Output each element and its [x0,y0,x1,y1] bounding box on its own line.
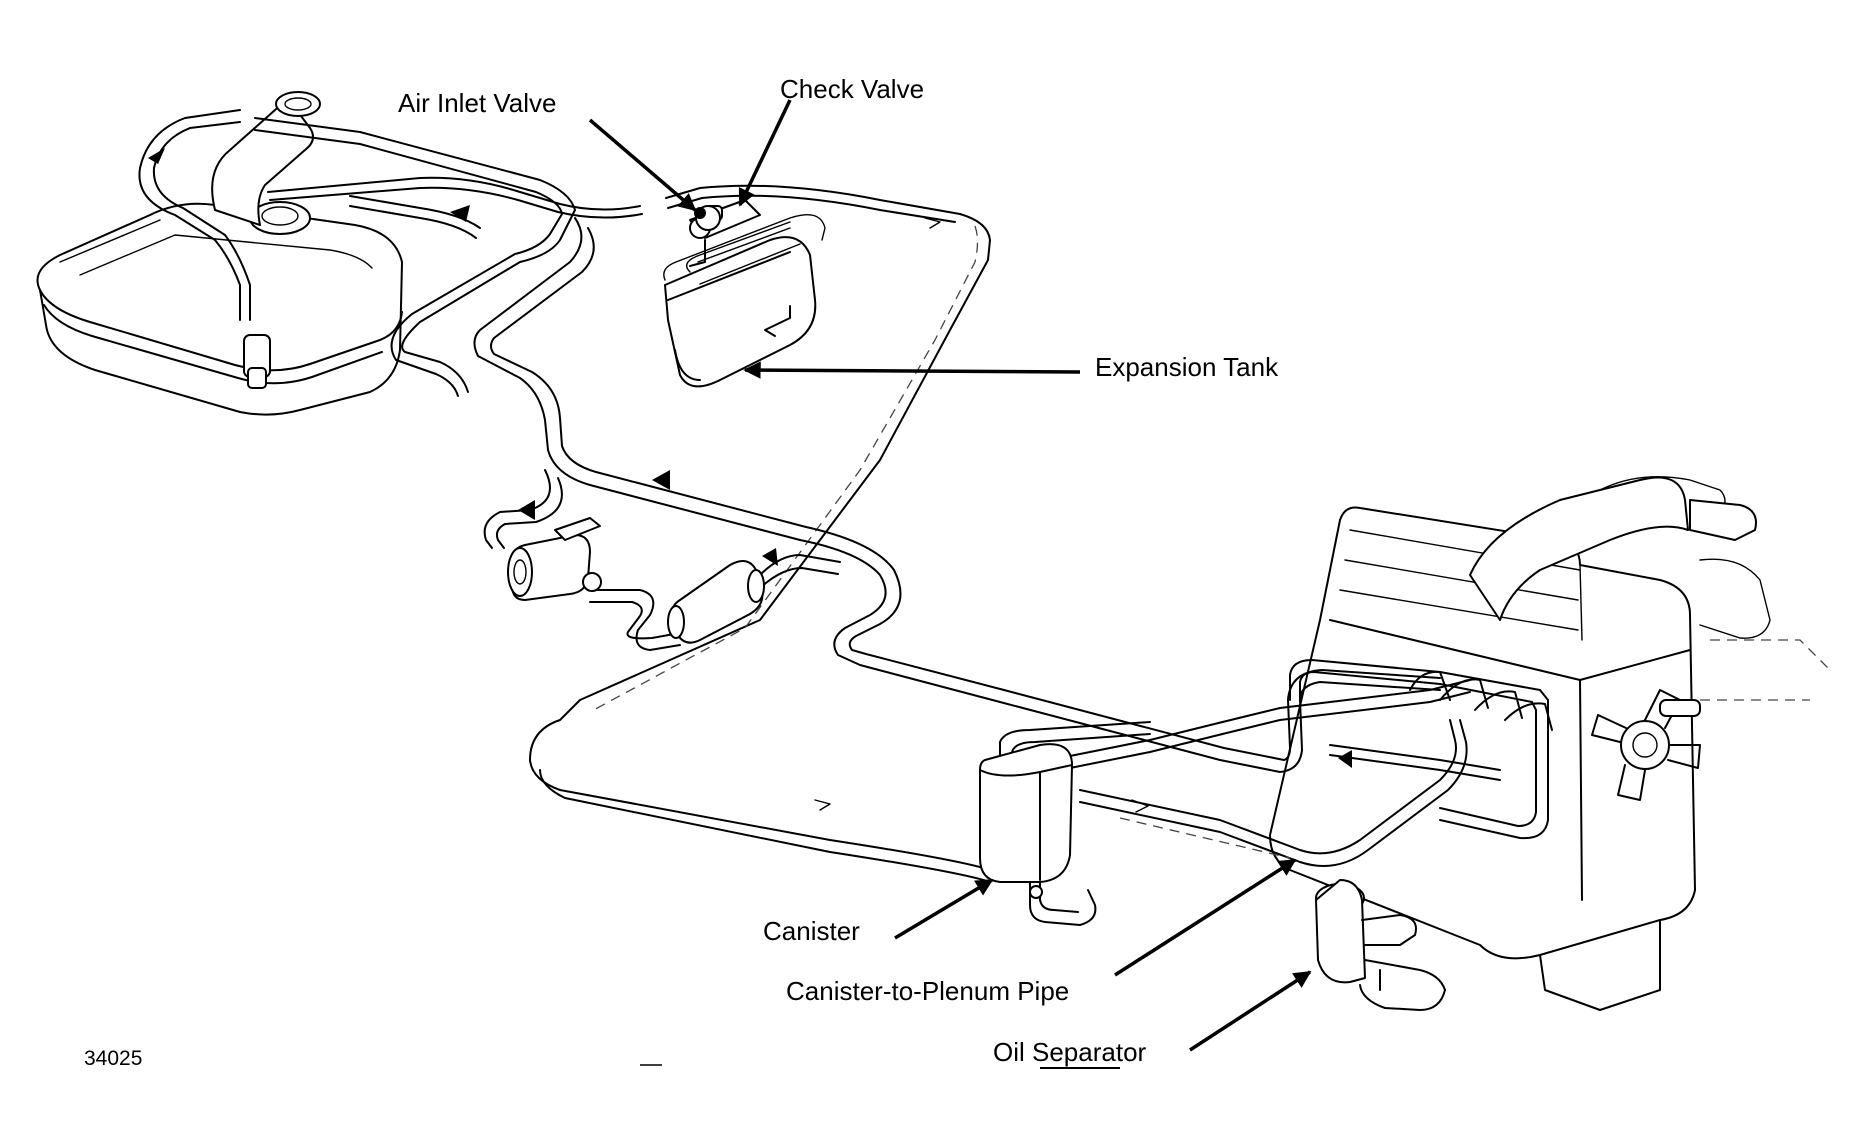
fuel-tank [36,91,403,416]
oil-separator [1315,879,1446,1011]
expansion-tank-label: Expansion Tank [1095,352,1279,382]
vent-lines [267,176,1471,883]
fuel-filter [667,560,765,644]
canister-to-plenum-pipe-label: Canister-to-Plenum Pipe [786,976,1069,1006]
flow-arrows [148,148,1352,813]
expansion-tank [663,214,826,388]
fan [1591,689,1701,801]
canister-pointer [894,878,994,940]
check-valve-pointer [738,99,792,207]
oil-separator-pointer [1189,970,1312,1052]
fuel-pump [507,517,602,601]
air-inlet-valve [689,205,721,267]
figure-number: 34025 [84,1047,142,1070]
canister-label: Canister [763,916,860,946]
check-valve-label: Check Valve [780,74,924,104]
expansion-tank-pointer [743,361,1081,379]
callout-arrows [588,99,1312,1052]
air-inlet-valve-label: Air Inlet Valve [398,88,556,118]
air-inlet-valve-pointer [588,118,697,212]
canister-to-plenum-pipe-pointer [1114,858,1297,977]
canister [979,743,1097,926]
oil-separator-label: Oil Separator [993,1037,1147,1067]
fuel-lines [138,109,1549,840]
